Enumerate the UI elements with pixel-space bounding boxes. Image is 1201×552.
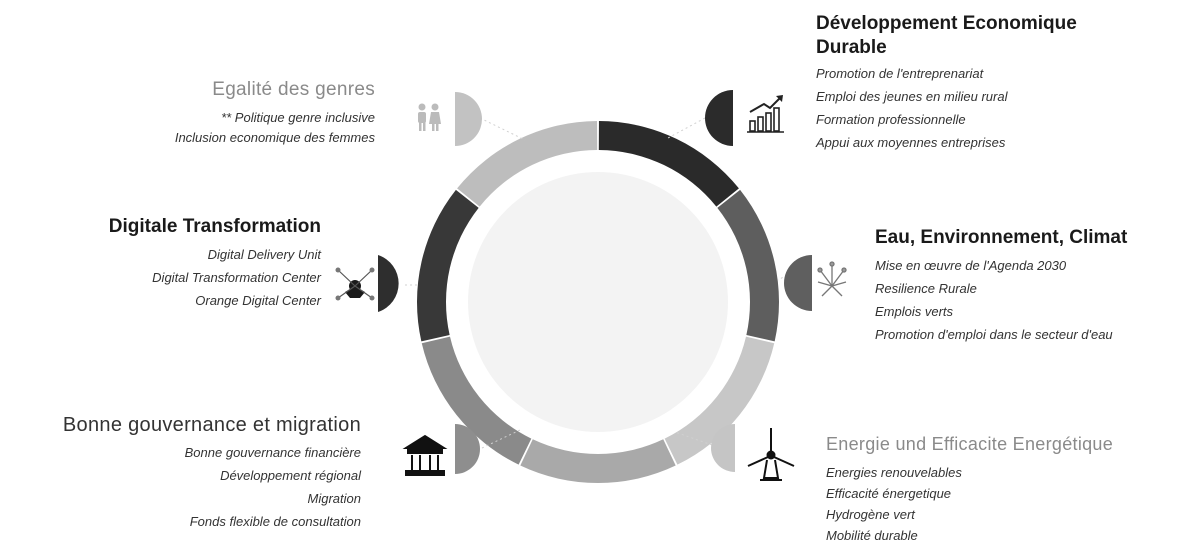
connector-economic bbox=[667, 117, 706, 139]
list-item: Fonds flexible de consultation bbox=[189, 514, 361, 529]
connector-energy bbox=[674, 431, 713, 446]
section-digital: Digitale Transformation Digital Delivery… bbox=[109, 215, 321, 312]
marker-energy bbox=[711, 424, 735, 472]
list-item: Resilience Rurale bbox=[875, 281, 977, 296]
wind-turbine-icon bbox=[747, 428, 795, 481]
institution-icon bbox=[402, 434, 448, 476]
list-item: Appui aux moyennes entreprises bbox=[816, 135, 1006, 150]
growth-chart-icon bbox=[747, 95, 784, 133]
ring-segment bbox=[417, 189, 479, 342]
section-gender: Egalité des genres ** Politique genre in… bbox=[175, 78, 375, 147]
list-item: Energies renouvelables bbox=[826, 465, 962, 480]
list-item: Efficacité énergetique bbox=[826, 486, 952, 501]
list-item: Orange Digital Center bbox=[195, 293, 321, 308]
ring-segment bbox=[717, 189, 779, 342]
list-item: Mobilité durable bbox=[826, 528, 918, 543]
people-icon bbox=[418, 103, 441, 131]
list-item: Promotion d'emploi dans le secteur d'eau bbox=[875, 327, 1113, 342]
marker-digital bbox=[378, 255, 399, 312]
list-item: Emploi des jeunes en milieu rural bbox=[816, 89, 1008, 104]
section-title: Eau, Environnement, Climat bbox=[875, 227, 1128, 248]
ring-segment bbox=[457, 121, 598, 207]
connector-gender bbox=[479, 117, 526, 141]
ring-segment bbox=[520, 439, 676, 483]
list-item: Développement régional bbox=[220, 468, 361, 483]
list-item: Digital Delivery Unit bbox=[207, 247, 321, 262]
donut-center bbox=[468, 172, 728, 432]
ring-segment bbox=[598, 121, 739, 207]
donut-ring bbox=[417, 121, 779, 483]
marker-water bbox=[784, 255, 812, 311]
list-item: Mise en œuvre de l'Agenda 2030 bbox=[875, 258, 1067, 273]
section-title: Digitale Transformation bbox=[108, 216, 321, 237]
connector-governance bbox=[481, 429, 521, 449]
section-governance: Bonne gouvernance et migration Bonne gou… bbox=[63, 413, 361, 533]
list-item: ** Politique genre inclusive bbox=[221, 110, 375, 125]
section-title: Egalité des genres bbox=[212, 79, 375, 100]
section-title: Bonne gouvernance et migration bbox=[62, 414, 361, 436]
list-item: Emplois verts bbox=[875, 304, 954, 319]
section-energy: Energie und Efficacite Energétique Energ… bbox=[826, 432, 1113, 546]
list-item: Formation professionnelle bbox=[816, 112, 966, 127]
section-title: Energie und Efficacite Energétique bbox=[826, 434, 1114, 454]
plant-icon bbox=[817, 261, 847, 297]
section-water: Eau, Environnement, Climat Mise en œuvre… bbox=[875, 226, 1127, 346]
marker-economic bbox=[705, 90, 733, 146]
list-item: Promotion de l'entreprenariat bbox=[816, 66, 984, 81]
digital-network-icon bbox=[335, 267, 375, 301]
marker-gender bbox=[455, 92, 482, 146]
list-item: Migration bbox=[307, 491, 361, 506]
ring-segment bbox=[421, 336, 532, 465]
section-title: Développement Economique Durable bbox=[816, 13, 1077, 58]
list-item: Digital Transformation Center bbox=[152, 270, 321, 285]
section-economic: Développement Economique Durable Promoti… bbox=[816, 12, 1136, 154]
list-item: Inclusion economique des femmes bbox=[174, 130, 375, 145]
list-item: Bonne gouvernance financière bbox=[184, 445, 361, 460]
list-item: Hydrogène vert bbox=[826, 507, 915, 522]
ring-segment bbox=[664, 336, 775, 465]
marker-governance bbox=[455, 424, 480, 474]
